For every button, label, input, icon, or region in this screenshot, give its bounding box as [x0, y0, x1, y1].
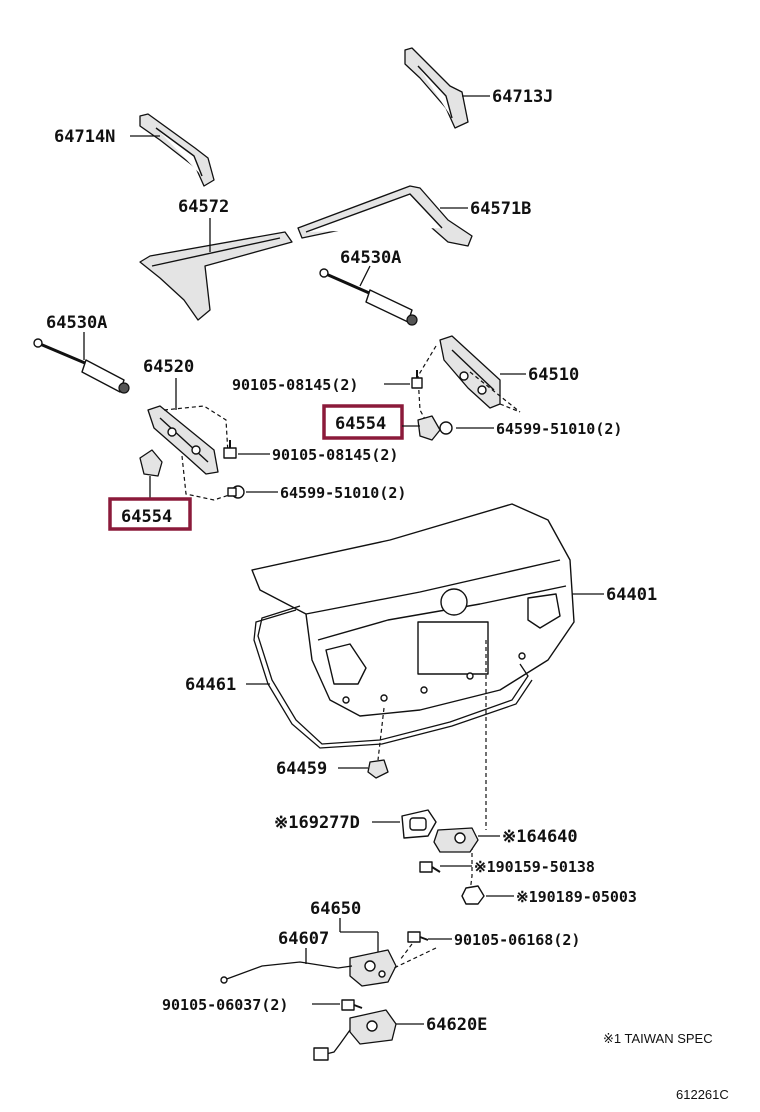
callout-64714N[interactable]: 64714N — [54, 127, 115, 147]
callout-90105-08145-upper[interactable]: 90105-08145(2) — [232, 376, 358, 394]
callout-64572[interactable]: 64572 — [178, 197, 229, 217]
callout-64554-right[interactable]: 64554 — [335, 414, 386, 434]
highlight-box-64554-right — [322, 404, 404, 440]
part-64459-cushion[interactable] — [367, 759, 389, 779]
part-64713J-trim[interactable] — [404, 47, 469, 129]
callout-90105-08145-left[interactable]: 90105-08145(2) — [272, 446, 398, 464]
part-90189-05003-nut[interactable] — [461, 885, 485, 905]
callout-64459[interactable]: 64459 — [276, 759, 327, 779]
callout-64607[interactable]: 64607 — [278, 929, 329, 949]
callout-64530A-right[interactable]: 64530A — [340, 248, 401, 268]
bolt-64599-51010-left[interactable] — [227, 485, 245, 499]
callout-64520[interactable]: 64520 — [143, 357, 194, 377]
part-64572-trim[interactable] — [139, 231, 293, 321]
part-64714N-trim[interactable] — [139, 113, 215, 187]
callout-64620E[interactable]: 64620E — [426, 1015, 487, 1035]
callout-64599-51010-right[interactable]: 64599-51010(2) — [496, 420, 622, 438]
part-64571B-trim[interactable] — [297, 185, 473, 247]
highlight-box-64554-left — [108, 497, 192, 531]
part-64530A-stay-right[interactable] — [319, 268, 418, 326]
callout-64599-51010-left[interactable]: 64599-51010(2) — [280, 484, 406, 502]
callout-64461[interactable]: 64461 — [185, 675, 236, 695]
part-64530A-stay-left[interactable] — [33, 338, 130, 394]
bolt-90105-08145-upper[interactable] — [411, 370, 423, 389]
callout-64571B[interactable]: 64571B — [470, 199, 531, 219]
part-64461-weatherstrip[interactable] — [253, 605, 533, 749]
part-64554-bracket-left[interactable] — [139, 449, 163, 477]
part-64607-cable[interactable] — [220, 961, 353, 984]
callout-90159-50138[interactable]: ※190159-50138 — [474, 858, 595, 876]
callout-90189-05003[interactable]: ※190189-05003 — [516, 888, 637, 906]
callout-64510[interactable]: 64510 — [528, 365, 579, 385]
bolt-90105-06037[interactable] — [341, 999, 363, 1011]
bolt-90105-08145-left[interactable] — [223, 440, 237, 459]
callout-90105-06037[interactable]: 90105-06037(2) — [162, 996, 288, 1014]
callout-64554-left[interactable]: 64554 — [121, 507, 172, 527]
callout-64530A-left[interactable]: 64530A — [46, 313, 107, 333]
bolt-90105-06168[interactable] — [407, 931, 429, 943]
part-64640-handle[interactable] — [433, 827, 479, 853]
spec-note: ※1 TAIWAN SPEC — [603, 1031, 713, 1046]
part-64650-lock[interactable] — [349, 949, 397, 987]
part-64620E-latch[interactable] — [313, 1009, 397, 1061]
callout-90105-06168[interactable]: 90105-06168(2) — [454, 931, 580, 949]
part-69277D-cover[interactable] — [401, 809, 437, 839]
part-64520-hinge[interactable] — [147, 405, 219, 475]
callout-69277D[interactable]: ※169277D — [274, 813, 360, 833]
callout-64650[interactable]: 64650 — [310, 899, 361, 919]
part-90159-50138-nut[interactable] — [419, 861, 441, 873]
part-64554-bracket-right[interactable] — [417, 415, 453, 441]
part-64401-trunk-lid[interactable] — [251, 503, 575, 717]
diagram-code: 612261C — [676, 1087, 729, 1102]
callout-64713J[interactable]: 64713J — [492, 87, 553, 107]
callout-64640[interactable]: ※164640 — [502, 827, 578, 847]
callout-64401[interactable]: 64401 — [606, 585, 657, 605]
